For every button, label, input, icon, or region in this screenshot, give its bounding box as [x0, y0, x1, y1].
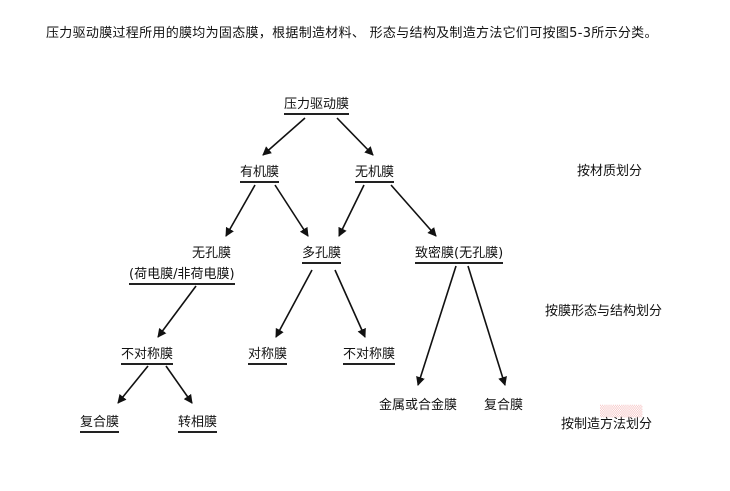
node-nonporous-label: 无孔膜 — [192, 246, 232, 261]
node-asym-mid: 不对称膜 — [343, 343, 396, 365]
node-sym-label: 对称膜 — [248, 347, 288, 365]
arrow-dense-composite — [467, 265, 507, 386]
node-composite-right: 复合膜 — [484, 394, 523, 413]
arrow-porous-asym — [334, 269, 366, 338]
node-phase-inversion-label: 转相膜 — [178, 415, 218, 433]
node-metal-alloy: 金属或合金膜 — [379, 394, 457, 413]
arrow-root-inorganic — [336, 117, 374, 156]
arrow-root-organic — [262, 117, 306, 156]
node-root: 压力驱动膜 — [284, 93, 350, 115]
node-nonporous-sub-label: (荷电膜/非荷电膜) — [129, 267, 235, 285]
node-nonporous-sub: (荷电膜/非荷电膜) — [129, 263, 235, 285]
node-porous-label: 多孔膜 — [302, 246, 342, 264]
category-by-method: 按制造方法划分 — [561, 417, 653, 432]
intro-text: 压力驱动膜过程所用的膜均为固态膜，根据制造材料、 形态与结构及制造方法它们可按图… — [46, 26, 658, 41]
node-nonporous: 无孔膜 — [192, 242, 231, 261]
node-asym-mid-label: 不对称膜 — [343, 347, 396, 365]
intro-paragraph: 压力驱动膜过程所用的膜均为固态膜，根据制造材料、 形态与结构及制造方法它们可按图… — [16, 22, 716, 46]
watermark-mark: ▒▒▒▒▒ — [600, 405, 643, 418]
node-dense: 致密膜(无孔膜) — [415, 242, 504, 264]
node-asym-left-label: 不对称膜 — [121, 347, 174, 365]
arrow-dense-metal — [416, 265, 457, 386]
arrow-nonporous-asym — [157, 285, 197, 338]
category-by-material: 按材质划分 — [577, 164, 643, 179]
node-porous: 多孔膜 — [302, 242, 342, 264]
node-asym-left: 不对称膜 — [121, 343, 174, 365]
node-phase-inversion: 转相膜 — [178, 411, 218, 433]
node-organic-label: 有机膜 — [240, 165, 280, 183]
arrow-organic-porous — [274, 184, 309, 237]
arrow-asym-phaseinv — [165, 365, 193, 404]
node-root-label: 压力驱动膜 — [284, 97, 350, 115]
category-by-morphology: 按膜形态与结构划分 — [545, 304, 663, 319]
node-inorganic: 无机膜 — [355, 161, 395, 183]
node-inorganic-label: 无机膜 — [355, 165, 395, 183]
node-composite-left: 复合膜 — [80, 411, 120, 433]
node-sym: 对称膜 — [248, 343, 288, 365]
arrow-porous-sym — [275, 269, 313, 338]
node-metal-alloy-label: 金属或合金膜 — [379, 398, 458, 413]
node-dense-label: 致密膜(无孔膜) — [415, 246, 504, 264]
arrow-inorganic-dense — [390, 184, 437, 237]
node-composite-left-label: 复合膜 — [80, 415, 120, 433]
node-organic: 有机膜 — [240, 161, 280, 183]
arrow-asym-composite — [117, 365, 149, 404]
arrow-inorganic-porous — [338, 184, 365, 237]
node-composite-right-label: 复合膜 — [484, 398, 524, 413]
arrow-organic-nonporous — [225, 184, 256, 237]
